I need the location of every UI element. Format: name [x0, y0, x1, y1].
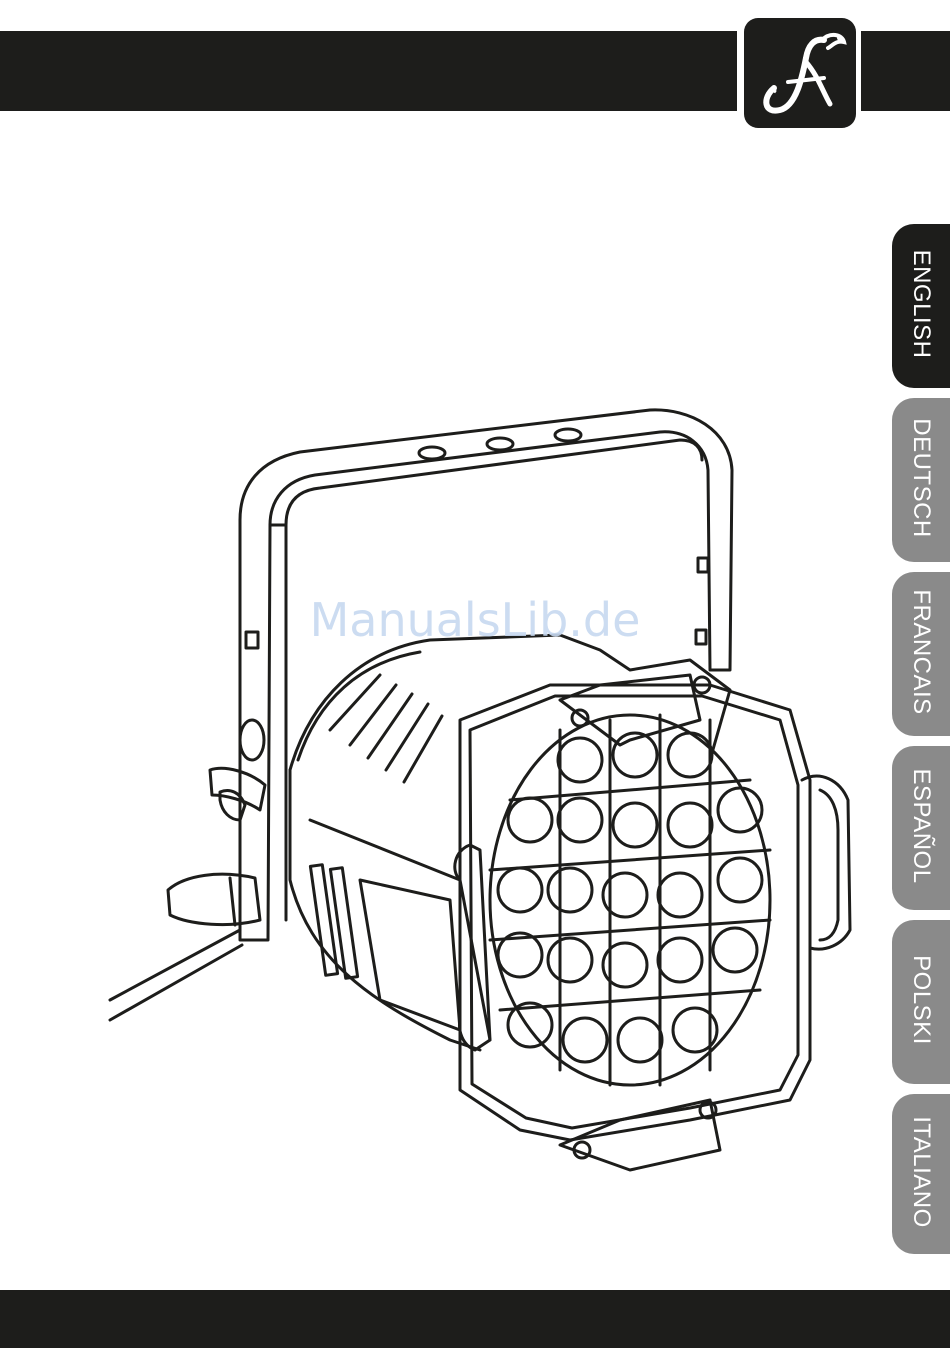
tab-francais[interactable]: FRANCAIS: [892, 572, 950, 736]
tab-polski[interactable]: POLSKI: [892, 920, 950, 1084]
tab-label: POLSKI: [907, 955, 935, 1045]
tab-label: ENGLISH: [907, 250, 935, 359]
tab-english[interactable]: ENGLISH: [892, 224, 950, 388]
tab-label: FRANCAIS: [907, 589, 935, 714]
brand-logo-icon: [744, 18, 856, 128]
tab-label: ESPAÑOL: [907, 768, 935, 883]
tab-espanol[interactable]: ESPAÑOL: [892, 746, 950, 910]
tab-label: ITALIANO: [907, 1116, 935, 1228]
tab-deutsch[interactable]: DEUTSCH: [892, 398, 950, 562]
tab-label: DEUTSCH: [907, 418, 935, 538]
led-par-spotlight-icon: [90, 400, 870, 1204]
tab-italiano[interactable]: ITALIANO: [892, 1094, 950, 1254]
footer-bar: [0, 1290, 950, 1348]
